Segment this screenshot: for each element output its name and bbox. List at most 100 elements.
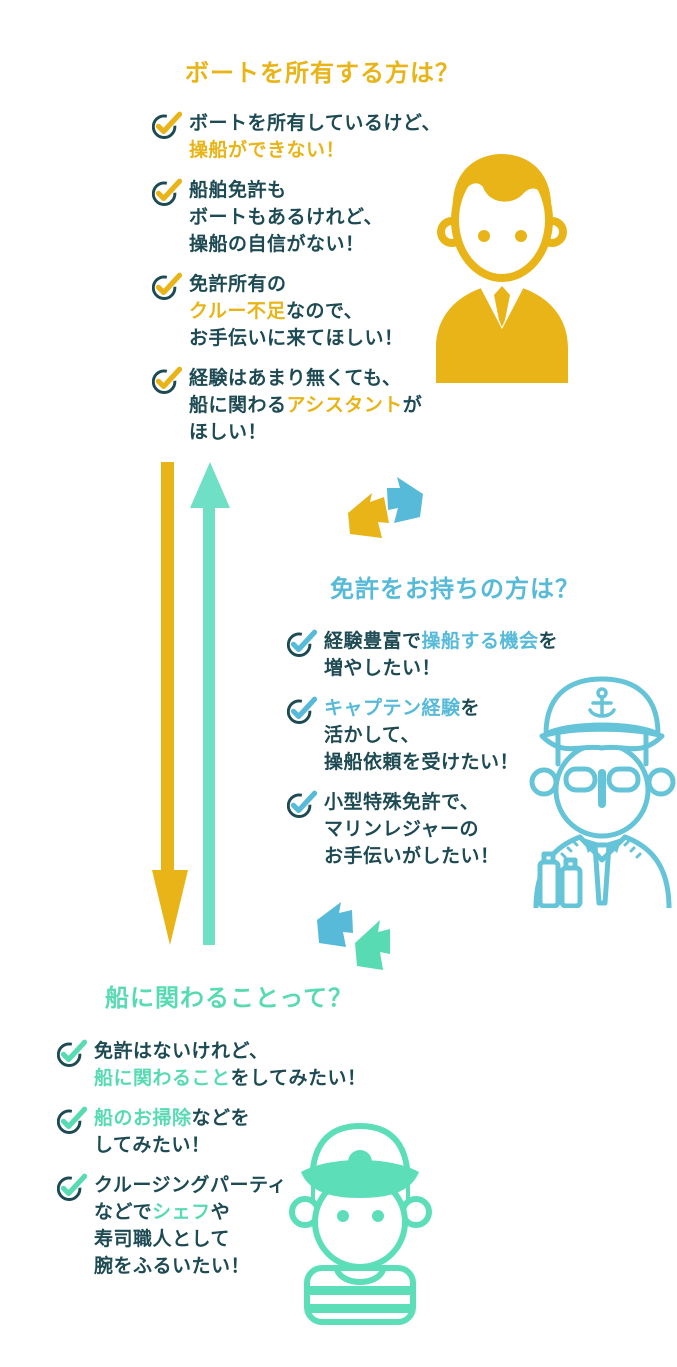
neckline xyxy=(334,1267,386,1285)
glasses-icon xyxy=(563,766,598,793)
text-segment: クルー不足 xyxy=(189,301,286,322)
text-segment: ボートを所有しているけど、 xyxy=(189,113,441,134)
text-segment: 操船ができない！ xyxy=(189,140,346,161)
checklist-item-text: 経験はあまり無くても、船に関わるアシスタントがほしい！ xyxy=(189,365,422,446)
captain-illustration xyxy=(529,676,676,908)
text-segment: ボートもあるけれど、 xyxy=(189,207,384,228)
tie-icon xyxy=(592,842,612,906)
checklist-item: 免許はないけれど、船に関わることをしてみたい！ xyxy=(57,1038,387,1092)
sailor-hat-brim xyxy=(301,1160,419,1198)
checklist-item-text: 免許所有のクルー不足なので、お手伝いに来てほしい！ xyxy=(189,271,404,352)
check-circle-icon xyxy=(152,272,183,300)
collar-wing xyxy=(606,838,622,853)
ear-icon xyxy=(646,767,676,797)
text-segment: キャプテン経験 xyxy=(324,698,461,719)
checklist: ボートを所有しているけど、操船ができない！ 船舶免許もボートもあるけれど、操船の自… xyxy=(152,110,482,446)
check-circle-icon xyxy=(57,1173,88,1201)
megaphone-icon xyxy=(317,902,353,947)
text-segment: を xyxy=(538,631,559,652)
sailor-hat-dome xyxy=(310,1123,410,1171)
text-segment: 増やしたい！ xyxy=(324,658,442,679)
checklist-item-text: 小型特殊免許で、マリンレジャーのお手伝いがしたい！ xyxy=(324,789,500,870)
shirt-stripe xyxy=(310,1304,410,1313)
text-segment: 操船する機会 xyxy=(421,631,539,652)
text-segment: 操船依頼を受けたい！ xyxy=(324,752,520,773)
checklist-item: キャプテン経験を活かして、操船依頼を受けたい！ xyxy=(287,695,617,776)
anchor-icon xyxy=(588,687,616,718)
eye-icon xyxy=(372,1210,384,1222)
megaphone-icon xyxy=(355,920,390,970)
text-segment: を xyxy=(460,698,481,719)
checklist-item: 船のお掃除などをしてみたい！ xyxy=(57,1105,387,1159)
eye-icon xyxy=(515,230,527,242)
text-segment: なので、 xyxy=(285,301,364,322)
checklist-item: 経験豊富で操船する機会を増やしたい！ xyxy=(287,628,617,682)
check-circle-icon xyxy=(287,696,318,724)
eye-icon xyxy=(337,1210,349,1222)
text-segment: 船に関わること xyxy=(94,1068,231,1089)
checklist-item: ボートを所有しているけど、操船ができない！ xyxy=(152,110,482,164)
check-circle-icon xyxy=(152,366,183,394)
text-segment: などを xyxy=(191,1108,251,1129)
section-boat-related: 船に関わることって？ 免許はないけれど、船に関わることをしてみたい！ 船のお掃除な… xyxy=(57,985,387,1293)
binoculars-icon xyxy=(537,851,583,908)
text-segment: アシスタント xyxy=(286,395,403,416)
down-arrow-icon xyxy=(152,462,188,945)
checklist-item: 船舶免許もボートもあるけれど、操船の自信がない！ xyxy=(152,177,482,258)
megaphone-pair-bottom xyxy=(317,902,390,970)
text-segment: 腕をふるいたい！ xyxy=(94,1256,251,1277)
tie-icon xyxy=(494,286,510,327)
text-segment: 船のお掃除 xyxy=(94,1108,192,1129)
sailor-illustration xyxy=(289,1123,432,1325)
glasses-icon xyxy=(606,766,641,793)
check-circle-icon xyxy=(57,1106,88,1134)
collar-wing xyxy=(583,838,599,853)
text-segment: 活かして、 xyxy=(324,725,420,746)
checklist-item-text: 免許はないけれど、船に関わることをしてみたい！ xyxy=(94,1038,366,1092)
hair-icon xyxy=(452,154,552,216)
check-circle-icon xyxy=(287,629,318,657)
text-segment: お手伝いに来てほしい！ xyxy=(189,328,404,349)
checklist-item-text: 経験豊富で操船する機会を増やしたい！ xyxy=(324,628,558,682)
section-title: 船に関わることって？ xyxy=(105,985,354,1012)
text-segment: 船舶免許も xyxy=(189,180,287,201)
text-segment: 寿司職人として xyxy=(94,1229,230,1250)
megaphone-pair-top xyxy=(348,477,423,538)
text-segment: をしてみたい！ xyxy=(230,1068,367,1089)
section-license-holder: 免許をお持ちの方は？ 経験豊富で操船する機会を増やしたい！キャプテン経験を活かし… xyxy=(287,576,617,883)
up-arrow-icon xyxy=(190,462,230,945)
checklist-item-text: 船のお掃除などをしてみたい！ xyxy=(94,1105,250,1159)
check-circle-icon xyxy=(57,1039,88,1067)
sideburn-line xyxy=(555,729,649,767)
checklist-item-text: クルージングパーティなどでシェフや寿司職人として腕をふるいたい！ xyxy=(94,1172,287,1280)
text-segment: 経験はあまり無くても、 xyxy=(189,368,402,389)
text-segment: してみたい！ xyxy=(94,1135,211,1156)
shoulder-line xyxy=(622,834,672,908)
text-segment: クルージングパーティ xyxy=(94,1175,287,1196)
text-segment: 船に関わる xyxy=(189,395,287,416)
suit-body xyxy=(436,286,568,383)
boat-owner-illustration xyxy=(436,154,568,383)
text-segment: シェフ xyxy=(152,1202,211,1223)
text-segment: 操船の自信がない！ xyxy=(189,234,365,255)
section-boat-owner: ボートを所有する方は？ ボートを所有しているけど、操船ができない！船舶免許もボー… xyxy=(152,60,482,459)
text-segment: お手伝いがしたい！ xyxy=(324,846,500,867)
checklist: 経験豊富で操船する機会を増やしたい！キャプテン経験を活かして、操船依頼を受けたい… xyxy=(287,628,617,870)
text-segment: ほしい！ xyxy=(189,422,268,443)
checklist-item-text: キャプテン経験を活かして、操船依頼を受けたい！ xyxy=(324,695,519,776)
text-segment: が xyxy=(402,395,423,416)
shirt-stripe xyxy=(310,1286,410,1295)
megaphone-icon xyxy=(348,493,389,538)
text-segment: 経験豊富で xyxy=(324,631,422,652)
text-segment: 小型特殊免許で、 xyxy=(324,792,480,813)
text-segment: 免許所有の xyxy=(189,274,287,295)
checklist-item: 免許所有のクルー不足なので、お手伝いに来てほしい！ xyxy=(152,271,482,352)
eye-icon xyxy=(478,230,490,242)
text-segment: や xyxy=(210,1202,231,1223)
checklist-item: 小型特殊免許で、マリンレジャーのお手伝いがしたい！ xyxy=(287,789,617,870)
ear-icon xyxy=(529,767,559,797)
check-circle-icon xyxy=(152,178,183,206)
checklist-item-text: 船舶免許もボートもあるけれど、操船の自信がない！ xyxy=(189,177,383,258)
hair-curl xyxy=(311,1184,410,1202)
